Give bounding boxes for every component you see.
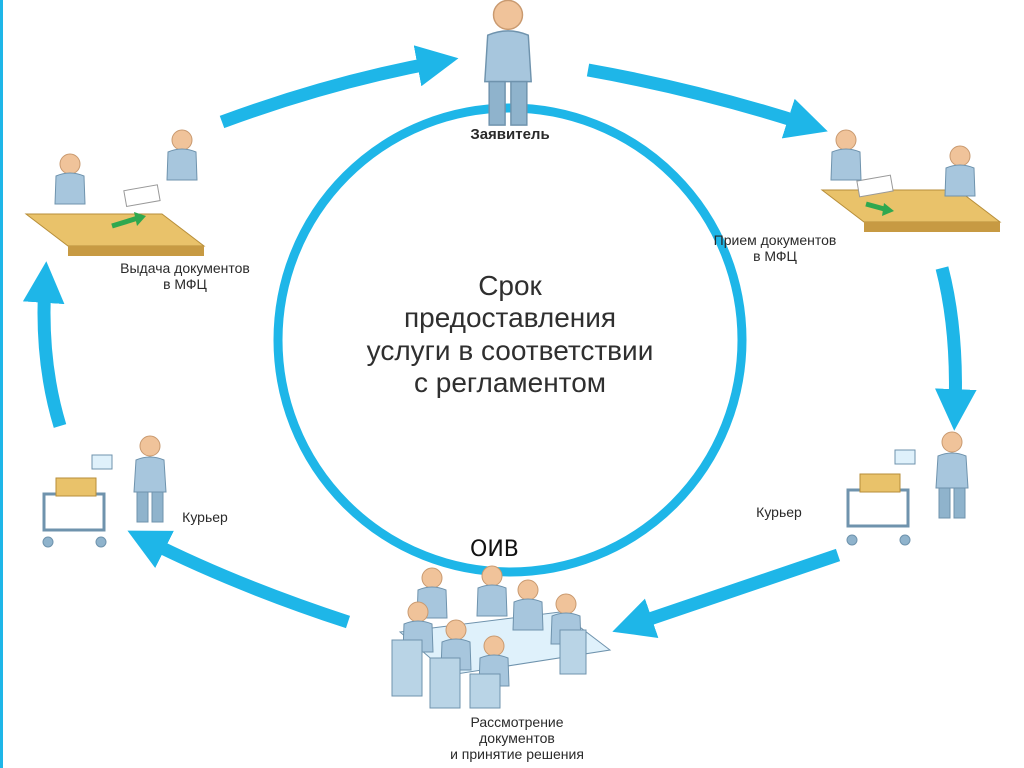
center-line-2: предоставления bbox=[403, 302, 617, 334]
center-line-1: Срок bbox=[478, 270, 542, 301]
oiv-label: ОИВ bbox=[470, 537, 519, 562]
review-line-2: документов bbox=[479, 730, 555, 747]
issue-docs-line-2: в МФЦ bbox=[163, 276, 207, 293]
applicant-label: Заявитель bbox=[470, 126, 550, 143]
cycle-arrow-icon bbox=[22, 45, 977, 639]
receive-docs-label: Прием документов в МФЦ bbox=[660, 232, 890, 264]
center-line-3: услуги в соответствии bbox=[366, 334, 654, 366]
receive-docs-line-1: Прием документов bbox=[713, 232, 837, 248]
left-edge-bar bbox=[0, 0, 3, 768]
review-line-3: и принятие решения bbox=[450, 746, 584, 763]
review-label: Рассмотрение документов и принятие решен… bbox=[392, 714, 642, 762]
courier-right-label: Курьер bbox=[756, 504, 802, 520]
issue-desk-meeting-icon bbox=[24, 129, 206, 256]
courier-left-cart-icon bbox=[42, 435, 167, 548]
issue-docs-label: Выдача документов в МФЦ bbox=[70, 260, 300, 292]
receive-desk-meeting-icon bbox=[820, 129, 1002, 232]
center-circle bbox=[273, 103, 747, 577]
review-line-1: Рассмотрение bbox=[470, 714, 564, 730]
review-conference-table-icon bbox=[391, 565, 612, 709]
receive-docs-line-2: в МФЦ bbox=[753, 248, 797, 265]
issue-docs-line-1: Выдача документов bbox=[120, 260, 250, 276]
center-title: Срок предоставления услуги в соответстви… bbox=[275, 270, 745, 400]
courier-left-label: Курьер bbox=[182, 509, 228, 525]
center-line-4: с регламентом bbox=[413, 367, 607, 399]
courier-right-cart-icon bbox=[846, 431, 969, 546]
